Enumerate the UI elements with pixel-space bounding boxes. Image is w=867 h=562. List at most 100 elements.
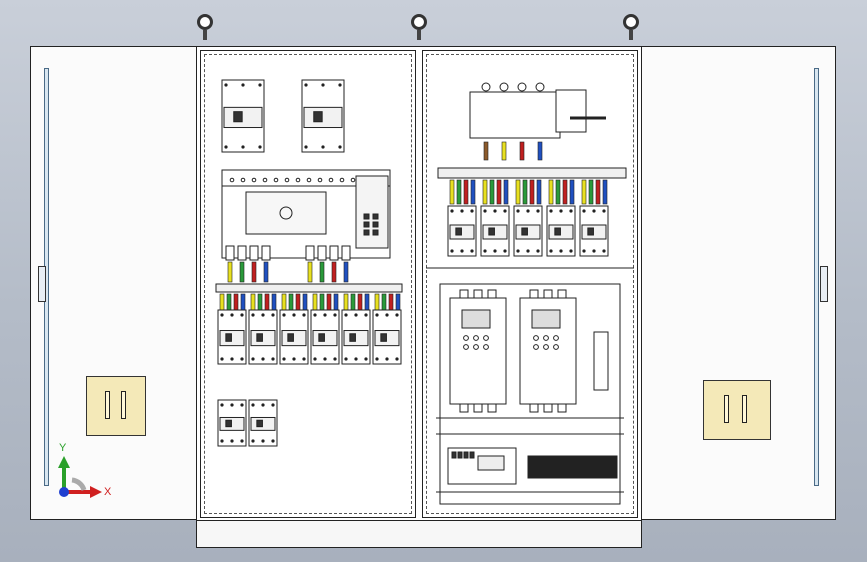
- terminal-breaker-screw: [354, 313, 358, 317]
- terminal-breaker-screw: [364, 357, 368, 361]
- terminal-breaker-toggle: [256, 333, 263, 342]
- terminal-breaker-screw: [240, 357, 244, 361]
- ats-key: [372, 221, 379, 228]
- vfd-terminal: [557, 403, 567, 413]
- vfd-key: [543, 344, 549, 350]
- left-door: [30, 46, 197, 520]
- terminal-breaker-face: [312, 330, 338, 347]
- terminal-breaker-screw: [261, 403, 265, 407]
- ats-terminal: [284, 177, 290, 183]
- ats-key: [363, 213, 370, 220]
- cable: [388, 293, 394, 311]
- outgoing-breaker-screw: [602, 209, 606, 213]
- cable: [519, 141, 525, 161]
- plc-io: [457, 451, 463, 459]
- terminal-breaker-screw: [261, 439, 265, 443]
- main-switch-terminal: [481, 82, 491, 92]
- outgoing-breaker-screw: [470, 249, 474, 253]
- top-breaker-toggle: [233, 111, 243, 123]
- lifting-eye-stem: [629, 30, 633, 40]
- cable: [537, 141, 543, 161]
- top-breaker-face: [303, 106, 343, 129]
- cable: [569, 179, 575, 205]
- top-breaker-screw: [258, 83, 262, 87]
- cable: [250, 293, 256, 311]
- outgoing-breaker-screw: [592, 209, 596, 213]
- terminal-breaker-toggle: [225, 419, 232, 428]
- cable-lug: [237, 245, 247, 261]
- terminal-breaker-screw: [230, 439, 234, 443]
- terminal-breaker-screw: [302, 357, 306, 361]
- terminal-breaker-screw: [292, 357, 296, 361]
- cable: [295, 293, 301, 311]
- left-door-latch: [38, 266, 46, 302]
- cable-lug: [341, 245, 351, 261]
- cable: [271, 293, 277, 311]
- x-axis-label: X: [104, 486, 112, 498]
- outgoing-breaker-screw: [569, 249, 573, 253]
- cable: [319, 293, 325, 311]
- cable: [331, 261, 337, 283]
- ats-terminal: [273, 177, 279, 183]
- lifting-eye-stem: [417, 30, 421, 40]
- vfd-key: [533, 335, 539, 341]
- vfd-key: [543, 335, 549, 341]
- vfd-terminal: [473, 403, 483, 413]
- vfd-terminal: [487, 403, 497, 413]
- plc-io: [469, 451, 475, 459]
- cable-lug: [305, 245, 315, 261]
- terminal-breaker-screw: [395, 357, 399, 361]
- vfd-key: [553, 335, 559, 341]
- vfd-terminal: [529, 403, 539, 413]
- vfd-terminal: [543, 403, 553, 413]
- vfd-key: [463, 335, 469, 341]
- cable: [364, 293, 370, 311]
- cable: [240, 293, 246, 311]
- terminal-breaker-screw: [230, 313, 234, 317]
- cable: [482, 179, 488, 205]
- terminal-breaker-face: [281, 330, 307, 347]
- top-breaker-screw: [321, 145, 325, 149]
- outgoing-breaker-screw: [559, 249, 563, 253]
- lifting-eye-stem: [203, 30, 207, 40]
- terminal-breaker-screw: [271, 403, 275, 407]
- cable: [529, 179, 535, 205]
- cable: [233, 293, 239, 311]
- outgoing-breaker-toggle: [488, 227, 495, 236]
- terminal-breaker-screw: [385, 313, 389, 317]
- top-breaker-screw: [321, 83, 325, 87]
- cable: [456, 179, 462, 205]
- right-door-handle-icon[interactable]: [703, 380, 771, 440]
- terminal-breaker-toggle: [256, 419, 263, 428]
- cable: [602, 179, 608, 205]
- cable: [536, 179, 542, 205]
- outgoing-breaker-toggle: [587, 227, 594, 236]
- outgoing-breaker-face: [581, 224, 607, 240]
- terminal-breaker-screw: [354, 357, 358, 361]
- cable: [581, 179, 587, 205]
- terminal-breaker-screw: [344, 357, 348, 361]
- outgoing-breaker-screw: [470, 209, 474, 213]
- triad-axis-icon: Y X: [52, 440, 122, 504]
- terminal-block: [563, 455, 573, 479]
- terminal-breaker-screw: [261, 313, 265, 317]
- terminal-breaker-toggle: [318, 333, 325, 342]
- left-door-handle-icon[interactable]: [86, 376, 146, 436]
- vfd-key: [473, 335, 479, 341]
- outgoing-breaker-screw: [536, 249, 540, 253]
- ats-terminal: [317, 177, 323, 183]
- terminal-breaker-toggle: [349, 333, 356, 342]
- terminal-breaker-screw: [271, 357, 275, 361]
- terminal-breaker-screw: [375, 357, 379, 361]
- vfd-key: [553, 344, 559, 350]
- main-switch-handle-box: [555, 89, 587, 133]
- terminal-breaker-screw: [302, 313, 306, 317]
- cable: [326, 293, 332, 311]
- terminal-breaker-screw: [240, 403, 244, 407]
- outgoing-breaker-screw: [516, 249, 520, 253]
- cable: [333, 293, 339, 311]
- terminal-breaker-screw: [220, 403, 224, 407]
- terminal-block: [572, 455, 582, 479]
- terminal-breaker-screw: [333, 313, 337, 317]
- outgoing-breaker-screw: [503, 209, 507, 213]
